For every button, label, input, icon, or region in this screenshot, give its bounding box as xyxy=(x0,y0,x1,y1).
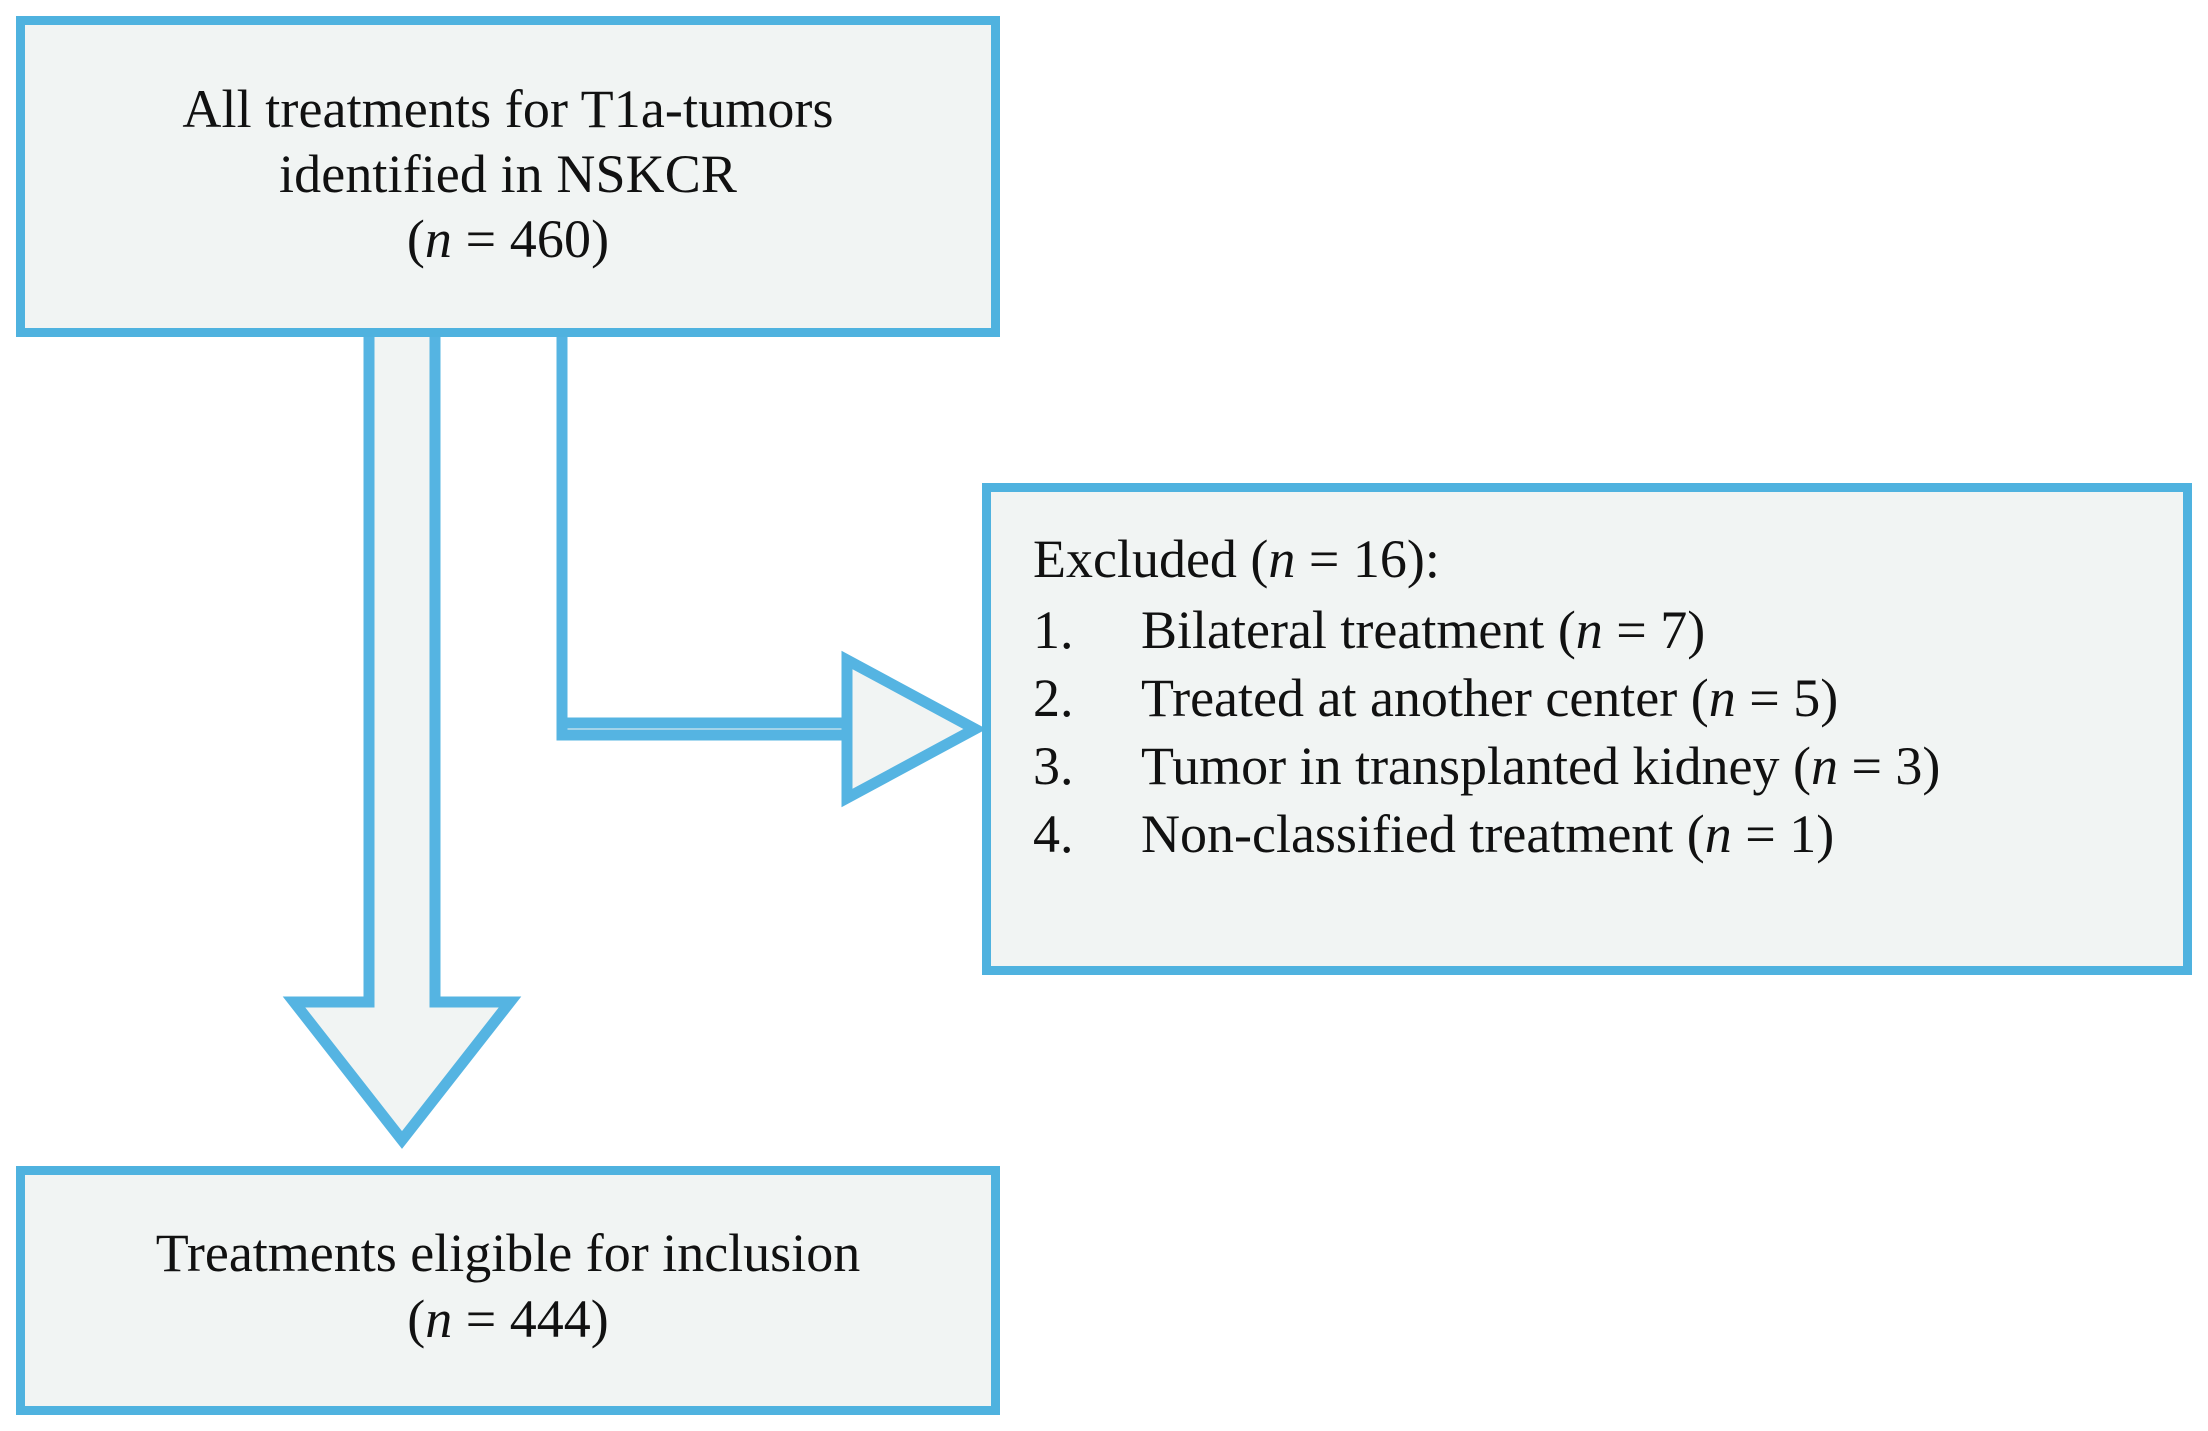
exclusion-label: Tumor in transplanted kidney ( xyxy=(1141,736,1811,797)
exclusion-text: Treated at another center (n = 5) xyxy=(1141,664,1838,732)
list-item: 2. Treated at another center (n = 5) xyxy=(1033,664,1940,732)
exclusion-text: Bilateral treatment (n = 7) xyxy=(1141,596,1705,664)
exclusion-symbol: n xyxy=(1575,600,1603,661)
exclusion-marker: 2. xyxy=(1033,668,1074,729)
eligible-count-suffix: ) xyxy=(590,1288,609,1349)
eligible-count-value: 444 xyxy=(509,1288,591,1349)
list-item: 3. Tumor in transplanted kidney (n = 3) xyxy=(1033,732,1940,800)
exclusion-symbol: n xyxy=(1810,736,1838,797)
eligible-box: Treatments eligible for inclusion (n = 4… xyxy=(16,1166,1000,1415)
source-box-line-1: All treatments for T1a-tumors xyxy=(182,79,834,140)
exclusion-label: Non-classified treatment ( xyxy=(1141,804,1705,865)
source-box-count: (n = 460) xyxy=(407,207,609,272)
exclusion-marker: 1. xyxy=(1033,600,1074,661)
source-count-value: 460 xyxy=(509,208,592,269)
exclusion-marker: 3. xyxy=(1033,736,1074,797)
exclusion-equals: = xyxy=(1735,668,1794,729)
excluded-heading-value: 16 xyxy=(1352,529,1407,589)
eligible-count-symbol: n xyxy=(425,1288,453,1349)
exclusion-equals: = xyxy=(1602,600,1661,661)
source-count-suffix: ) xyxy=(591,208,610,269)
exclusion-suffix: ) xyxy=(1687,600,1706,661)
exclusion-equals: = xyxy=(1837,736,1896,797)
source-count-equals: = xyxy=(452,208,510,269)
source-box-line-2: identified in NSKCR xyxy=(279,144,737,205)
exclusion-value: 7 xyxy=(1660,600,1688,661)
exclusion-label: Treated at another center ( xyxy=(1141,668,1709,729)
exclusion-text: Non-classified treatment (n = 1) xyxy=(1141,800,1834,868)
eligible-count-equals: = xyxy=(452,1288,510,1349)
list-item: 1. Bilateral treatment (n = 7) xyxy=(1033,596,1940,664)
eligible-box-count: (n = 444) xyxy=(407,1287,608,1353)
right-arrow-icon xyxy=(556,330,987,808)
down-arrow-icon xyxy=(282,324,522,1149)
exclusion-equals: = xyxy=(1731,804,1790,865)
exclusion-label: Bilateral treatment ( xyxy=(1141,600,1576,661)
excluded-box-heading: Excluded (n = 16): xyxy=(1033,530,1440,588)
excluded-heading-prefix: Excluded ( xyxy=(1033,529,1269,589)
exclusion-text: Tumor in transplanted kidney (n = 3) xyxy=(1141,732,1940,800)
source-box: All treatments for T1a-tumors identified… xyxy=(16,16,1000,337)
exclusion-list: 1.Bilateral treatment (n = 7) 2.Treated … xyxy=(1033,596,1940,868)
list-item: 4. Non-classified treatment (n = 1) xyxy=(1033,800,1940,868)
excluded-heading-symbol: n xyxy=(1268,529,1296,589)
exclusion-symbol: n xyxy=(1708,668,1736,729)
exclusion-value: 3 xyxy=(1895,736,1923,797)
excluded-heading-equals: = xyxy=(1295,529,1353,589)
exclusion-marker: 4. xyxy=(1033,804,1074,865)
exclusion-symbol: n xyxy=(1704,804,1732,865)
excluded-heading-suffix: ): xyxy=(1406,529,1440,589)
exclusion-value: 1 xyxy=(1789,804,1817,865)
exclusion-value: 5 xyxy=(1793,668,1821,729)
eligible-count-prefix: ( xyxy=(407,1288,426,1349)
eligible-box-line-1: Treatments eligible for inclusion xyxy=(155,1222,861,1283)
source-count-prefix: ( xyxy=(406,208,425,269)
exclusion-suffix: ) xyxy=(1922,736,1941,797)
excluded-box: Excluded (n = 16): 1.Bilateral treatment… xyxy=(982,483,2192,975)
exclusion-suffix: ) xyxy=(1820,668,1839,729)
source-count-symbol: n xyxy=(424,208,453,269)
exclusion-suffix: ) xyxy=(1816,804,1835,865)
